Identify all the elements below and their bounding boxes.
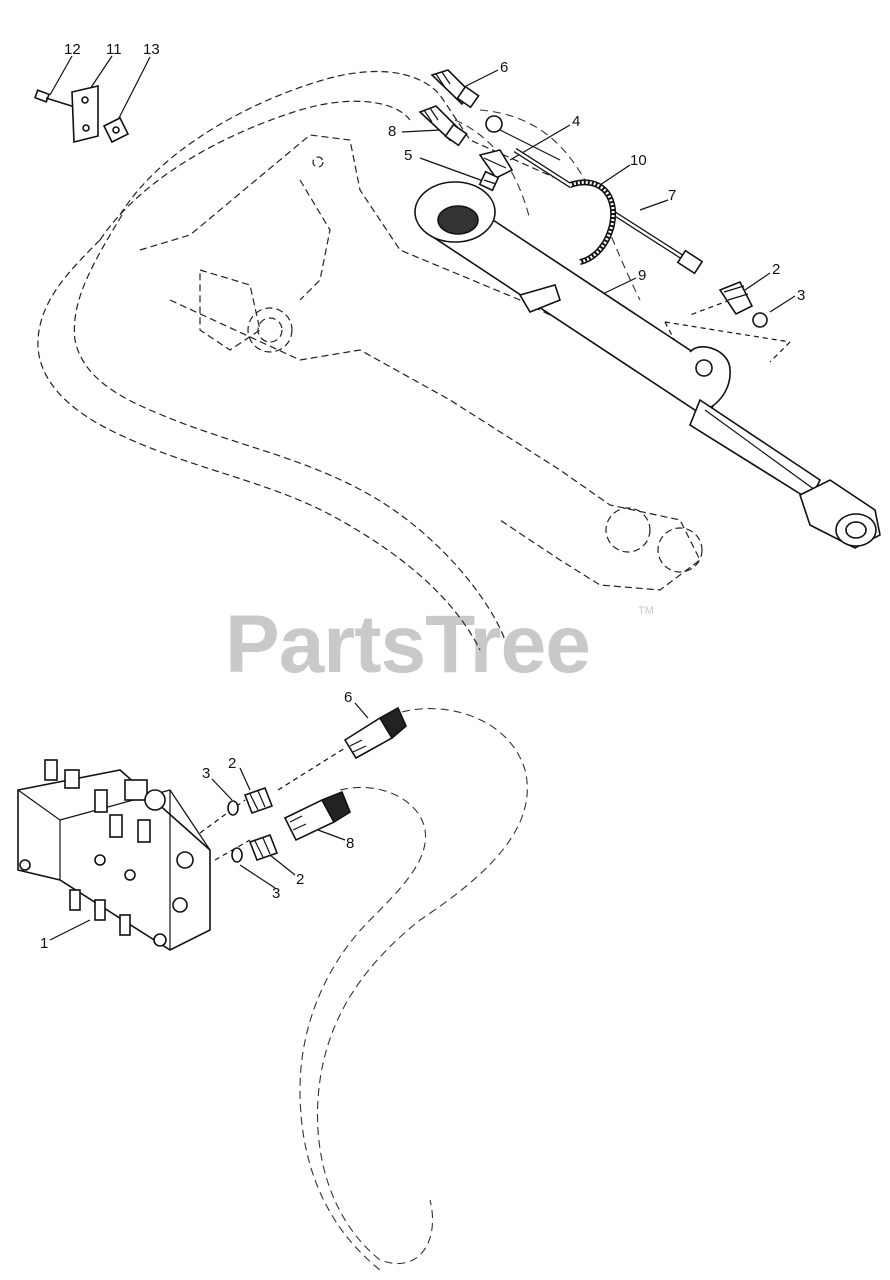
part-13-nut[interactable]: [102, 116, 130, 144]
hose-fitting-nut: [485, 115, 561, 161]
callout-9: 9: [638, 267, 646, 284]
part-11-plate[interactable]: [71, 84, 99, 144]
callout-12: 12: [64, 41, 81, 58]
part-6-fitting-upper[interactable]: [430, 69, 480, 109]
callout-3-lower-b: 3: [272, 885, 280, 902]
part-10-hose-clamp[interactable]: [569, 179, 617, 265]
part-3-o-ring-lower-b[interactable]: [231, 847, 243, 863]
part-2-adapter-upper[interactable]: [718, 280, 754, 316]
loader-boom-arm: [37, 70, 703, 651]
callout-labels: 12 11 13 6 8 4 5 10 7 9 2 3 6 2 3 8 2 3 …: [40, 41, 805, 952]
callout-10: 10: [630, 152, 647, 169]
part-2-adapter-lower-b[interactable]: [248, 833, 279, 862]
part-1-control-valve[interactable]: [17, 759, 211, 951]
callout-6-upper: 6: [500, 59, 508, 76]
part-5-adapter[interactable]: [478, 170, 500, 192]
callout-8-lower: 8: [346, 835, 354, 852]
callout-11: 11: [106, 41, 122, 58]
callout-7: 7: [668, 187, 676, 204]
part-3-o-ring-upper[interactable]: [752, 312, 768, 328]
callout-2-upper: 2: [772, 261, 780, 278]
part-12-bolt[interactable]: [33, 89, 79, 109]
callout-1: 1: [40, 935, 48, 952]
watermark-text: PartsTree: [225, 599, 590, 690]
part-3-o-ring-lower-a[interactable]: [227, 800, 239, 816]
callout-2-lower-b: 2: [296, 871, 304, 888]
callout-3-lower-a: 3: [202, 765, 210, 782]
part-4-elbow-fitting[interactable]: [478, 149, 514, 180]
part-6-fitting-lower[interactable]: [343, 706, 407, 760]
callout-2-lower-a: 2: [228, 755, 236, 772]
callout-4: 4: [572, 113, 580, 130]
part-2-adapter-lower-a[interactable]: [243, 786, 274, 815]
part-8-fitting-upper[interactable]: [418, 105, 468, 147]
part-8-fitting-lower[interactable]: [283, 790, 351, 842]
watermark-trademark: TM: [638, 605, 654, 617]
callout-6-lower: 6: [344, 689, 352, 706]
part-9-hydraulic-cylinder[interactable]: [414, 181, 881, 549]
callout-8-upper: 8: [388, 123, 396, 140]
callout-3-upper: 3: [797, 287, 805, 304]
callout-5: 5: [404, 147, 412, 164]
callout-13: 13: [143, 41, 160, 58]
